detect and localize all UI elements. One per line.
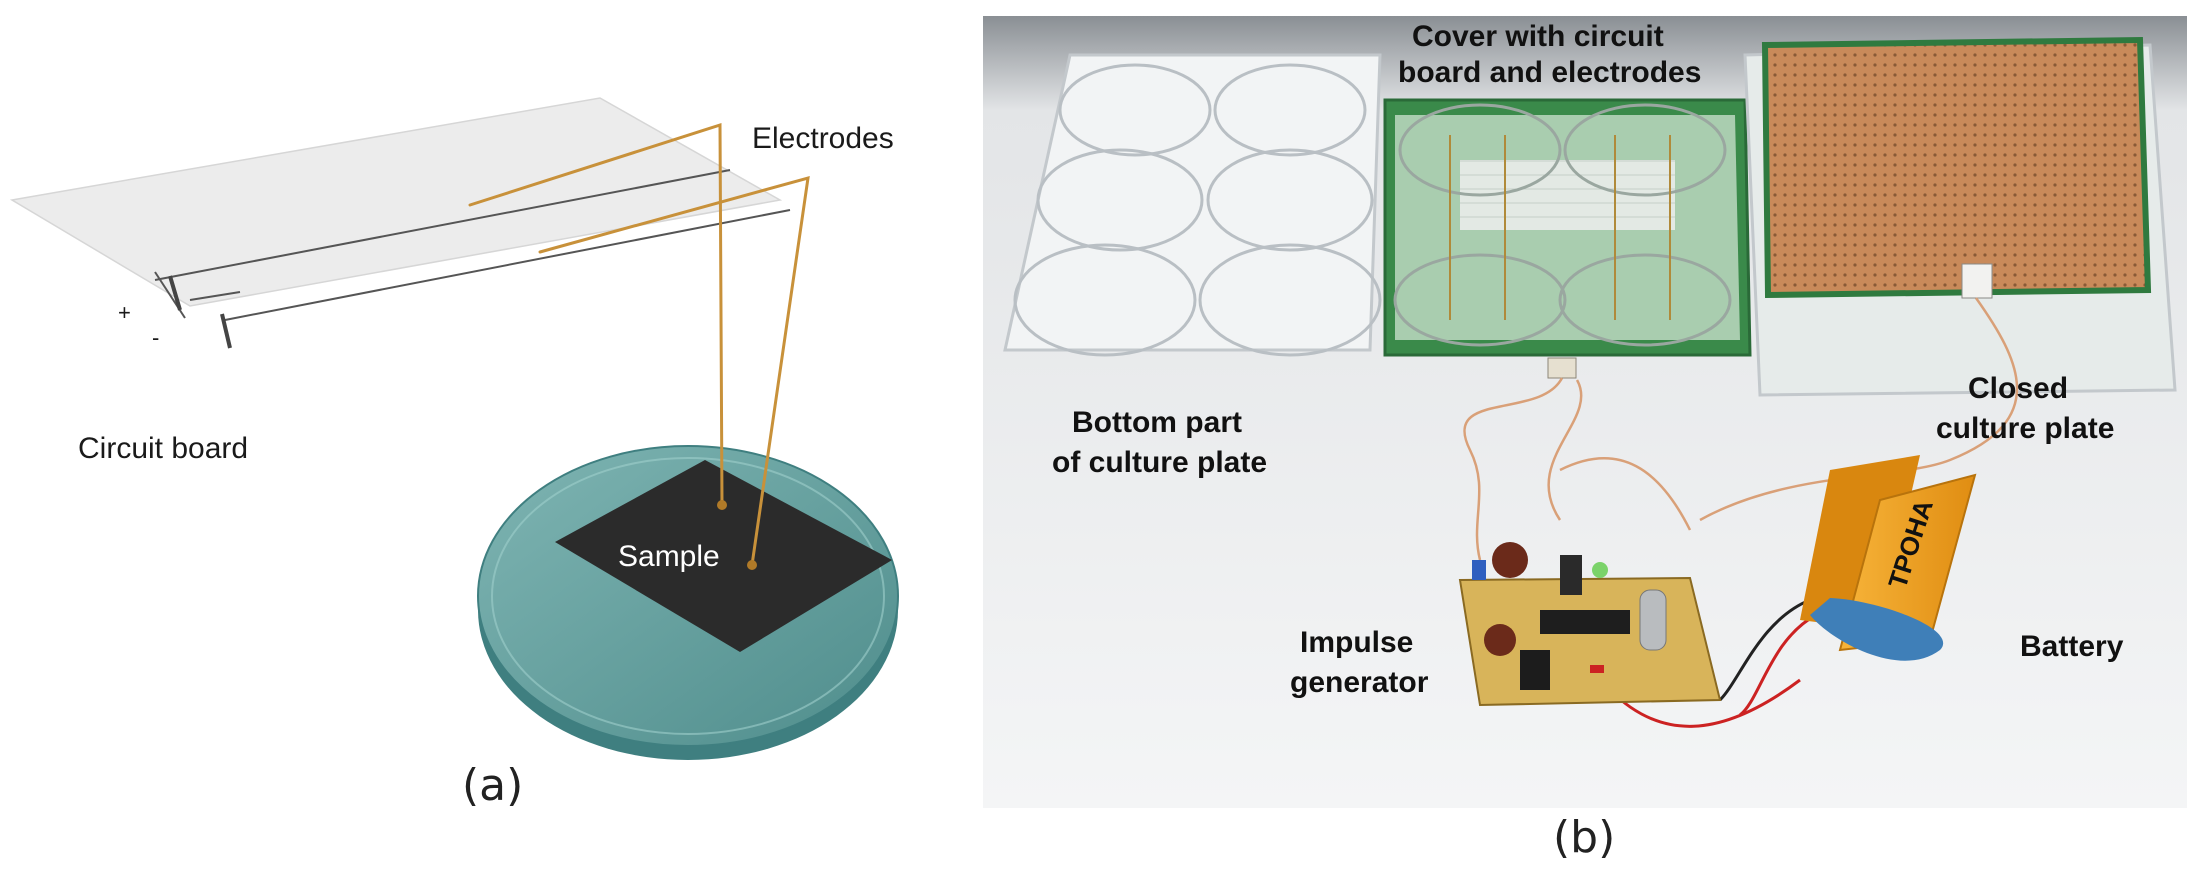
sample-label: Sample [618,540,720,573]
connecting-wires [1463,297,2019,561]
panel-b: TPOHA Cover with circuit board and elect… [983,16,2187,863]
cover-label-line1: Cover with circuit [1412,20,1664,53]
plus-symbol: + [118,300,131,325]
impulse-generator-label-line1: Impulse [1300,626,1413,659]
circuit-board-sheet [9,97,783,307]
closed-culture-plate [1743,36,2177,397]
impulse-generator-label-line2: generator [1290,666,1429,699]
battery: TPOHA [1800,455,1977,661]
circuit-board-traces [154,169,791,321]
sample-square [555,460,892,652]
panel-a-letter: (a) [462,760,523,811]
electrode-tip-1 [717,500,727,510]
closed-plate-connector [1961,263,1993,299]
battery-symbol [168,275,232,349]
bottom-culture-plate [1003,53,1382,357]
minus-symbol: - [152,325,159,350]
bottom-plate-label-line1: Bottom part [1072,406,1242,439]
electrodes-label: Electrodes [752,122,894,155]
battery-label: Battery [2020,630,2124,663]
panel-b-letter: (b) [1553,812,1615,863]
cover-with-circuit-board [1383,98,1752,379]
bottom-plate-label-line2: of culture plate [1052,446,1267,479]
closed-plate-label-line1: Closed [1968,372,2068,405]
panel-a: + - Sample Electrodes Circuit board (a) [9,97,899,811]
closed-plate-label-line2: culture plate [1936,412,2114,445]
cover-connector [1547,357,1577,379]
electrode-wires [468,122,810,567]
circuit-board-label: Circuit board [78,432,248,465]
impulse-generator [1458,542,1722,707]
electrode-tip-2 [747,560,757,570]
battery-wires [1608,598,1817,728]
cover-label-line2: board and electrodes [1398,56,1701,89]
